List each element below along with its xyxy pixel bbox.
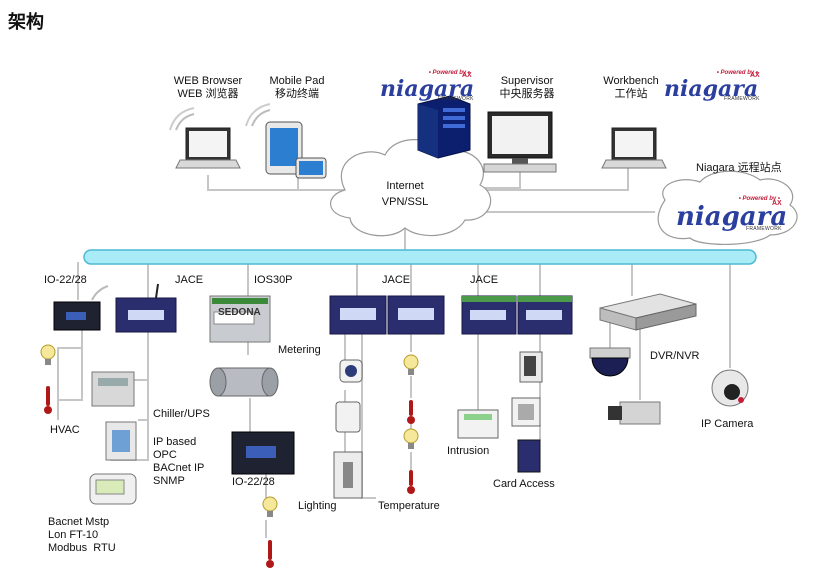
internet-cloud [330,139,492,237]
web-browser-label: WEB Browser WEB 浏览器 [168,75,248,101]
mobile-pad-line1: Mobile Pad [269,75,325,87]
protocol-item: SNMP [153,475,185,487]
jace-3-label: JACE [470,274,499,286]
supervisor-line2: 中央服务器 [499,88,555,100]
workbench-line2: 工作站 [614,88,648,100]
io-22-bottom-label: IO-22/28 [232,476,275,488]
page-title: 架构 [8,12,44,33]
chiller-icon [209,367,279,397]
thermometer-icons [44,386,415,568]
web-browser-line2: WEB 浏览器 [177,88,239,100]
ip-camera-icon [711,369,749,407]
sedona-module-icon [209,295,271,343]
thermostat-icon [89,473,137,505]
laptop-icon [169,107,241,169]
jace-controller-icon [115,283,177,333]
supervisor-label: Supervisor 中央服务器 [492,75,562,101]
io-module-bottom-icon [231,431,295,475]
workbench-label: Workbench 工作站 [596,75,666,101]
temperature-label: Temperature [378,500,440,512]
io-module-icon [53,285,109,331]
remote-site-label: Niagara 远程站点 [696,162,782,174]
serial-protocol-item: Bacnet Mstp [48,516,110,528]
logo-framework: FRAMEWORK [438,96,474,102]
hvac-label: HVAC [50,424,80,436]
logo-framework: FRAMEWORK [746,226,782,232]
ip-camera-label: IP Camera [701,418,754,430]
mobile-pad-line2: 移动终端 [275,88,319,100]
intrusion-label: Intrusion [447,445,490,457]
logo-powered-by: • Powered by • [738,196,780,202]
monitor-icon [483,111,557,173]
supervisor-line1: Supervisor [500,75,554,87]
metering-label: Metering [278,344,321,356]
internet-line2: VPN/SSL [381,196,429,208]
box-camera-icon [608,401,661,425]
lighting-sensor-icons [333,359,363,499]
internet-label: Internet VPN/SSL [370,180,440,209]
jace-green-controller-pair-icon [461,295,573,335]
serial-protocol-item: Modbus RTU [48,542,116,554]
remote-site-cloud [657,170,798,245]
field-bus [83,249,757,265]
niagara-logo-remote: • Powered by • niagara AX FRAMEWORK [676,196,788,232]
serial-protocols-label: Bacnet Mstp Lon FT-10 Modbus RTU [48,516,116,555]
chiller-ups-label: Chiller/UPS [153,408,210,420]
protocols-label: IP based OPC BACnet IP SNMP [153,436,204,488]
jace-2-label: JACE [382,274,411,286]
logo-ax: AX [750,72,760,79]
protocol-item: BACnet IP [153,462,205,474]
niagara-logo: • Powered by • niagara AX FRAMEWORK [380,70,476,102]
workbench-laptop-icon [601,127,667,169]
jace-1-label: JACE [175,274,204,286]
logo-ax: AX [462,72,472,79]
mobile-pad-label: Mobile Pad 移动终端 [262,75,332,101]
dome-camera-icon [589,347,631,377]
protocol-item: IP based [153,436,197,448]
hvac-controller-icon [91,371,137,461]
logo-ax: AX [772,200,782,207]
logo-framework: FRAMEWORK [724,96,760,102]
card-access-label: Card Access [493,478,555,490]
io-22-top-label: IO-22/28 [44,274,87,286]
jace-controller-pair-icon [329,295,445,335]
logo-name: niagara [676,202,788,232]
internet-line1: Internet [386,180,424,192]
protocol-item: OPC [153,449,177,461]
logo-name: niagara [664,76,759,102]
logo-powered-by: • Powered by • [716,70,758,76]
lighting-label: Lighting [298,500,337,512]
ios30p-label: IOS30P [254,274,293,286]
dvr-nvr-label: DVR/NVR [650,350,700,362]
serial-protocol-item: Lon FT-10 [48,529,99,541]
light-bulb-icons [40,344,419,517]
card-reader-icons [511,351,543,473]
sedona-label: SEDONA [218,307,261,318]
server-icon [417,95,471,159]
web-browser-line1: WEB Browser [173,75,243,87]
intrusion-keypad-icon [457,409,499,439]
niagara-logo-workbench: • Powered by • niagara AX FRAMEWORK [664,70,764,102]
tablet-icon [245,103,327,179]
logo-name: niagara [380,76,475,102]
workbench-line1: Workbench [603,75,659,87]
dvr-nvr-icon [599,293,697,331]
logo-powered-by: • Powered by • [428,70,470,76]
